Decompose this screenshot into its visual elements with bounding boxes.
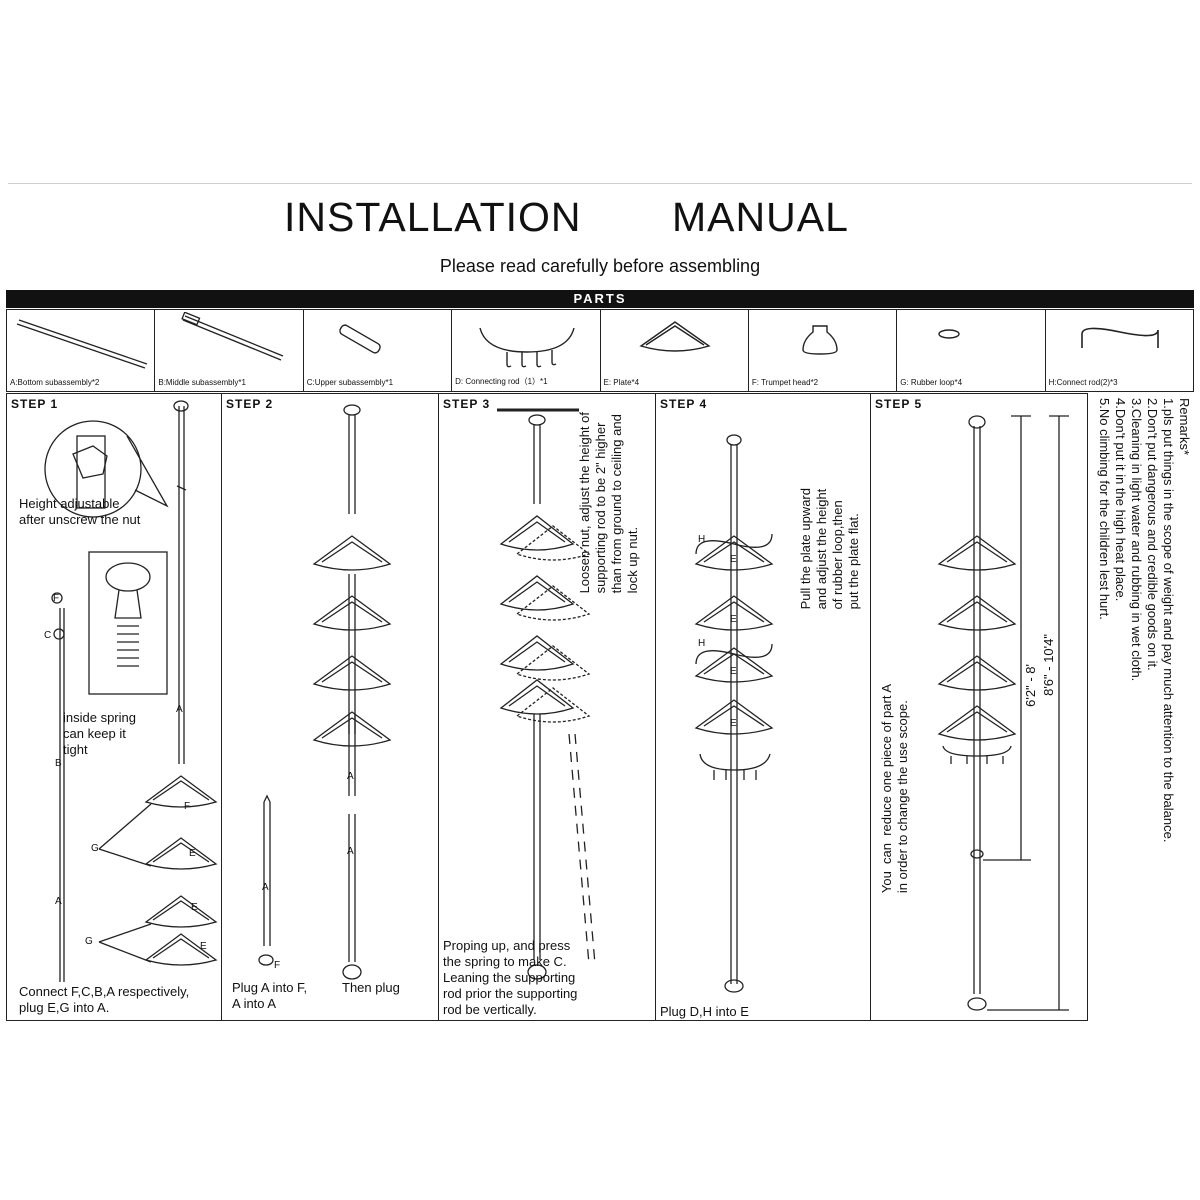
step-2-plug-note: Plug A into F, A into A — [232, 980, 308, 1011]
step-1-connect-note: Connect F,C,B,A respectively, plug E,G i… — [19, 984, 190, 1015]
part-label: F: Trumpet head*2 — [751, 378, 819, 387]
steps-panel: STEP 1 Height adjustable after unscrew t… — [6, 393, 1088, 1021]
part-b: B:Middle subassembly*1 — [155, 310, 304, 391]
callout-e: E — [191, 902, 198, 913]
part-a: A:Bottom subassembly*2 — [7, 310, 156, 391]
callout-f: F — [184, 801, 191, 812]
remark-item: 5.No climbing for the children lest hurt… — [1097, 398, 1112, 620]
step-4-panel: STEP 4 Pull the plate upward and adjust … — [656, 394, 871, 1020]
step-2-illustration — [258, 404, 392, 980]
step-4-pull-note: Pull the plate upward and adjust the hei… — [798, 488, 861, 610]
step-5-reduce-note: You can reduce one piece of part A in or… — [879, 684, 910, 894]
bottom-rod-icon — [16, 319, 148, 369]
callout-a: A — [347, 771, 354, 782]
step-2-then-note: Then plug — [342, 980, 400, 995]
step-5-panel: STEP 5 You can reduce one piece of part … — [871, 394, 1086, 1020]
step-3-panel: STEP 3 Loosen nut, adjust the height of … — [439, 394, 656, 1020]
callout-e: E — [730, 718, 737, 729]
remarks-section: Remarks* 1.pls put things in the scope o… — [1096, 398, 1192, 842]
step-1-illustration — [44, 400, 218, 982]
callout-a: A — [55, 896, 62, 907]
callout-c: C — [44, 630, 52, 641]
inner-height-range: 6'2" - 8' — [1023, 664, 1038, 707]
callout-b: B — [55, 758, 62, 769]
part-label: A:Bottom subassembly*2 — [10, 378, 100, 387]
callout-h: H — [698, 638, 706, 649]
callout-f: F — [274, 960, 281, 971]
callout-a: A — [176, 704, 183, 715]
part-d: D: Connecting rod（1）*1 — [452, 310, 601, 391]
parts-list: A:Bottom subassembly*2 B:Middle subassem… — [6, 309, 1194, 392]
callout-e: E — [730, 554, 737, 565]
step-3-prop-note: Proping up, and press the spring to make… — [443, 938, 578, 1017]
top-divider — [8, 183, 1192, 184]
callout-e: E — [730, 666, 737, 677]
step-1-panel: STEP 1 Height adjustable after unscrew t… — [7, 394, 222, 1020]
step-3-illustration — [497, 408, 596, 980]
step-4-plug-note: Plug D,H into E — [660, 1004, 749, 1019]
step-1-spring-note: inside spring can keep it tight — [63, 710, 136, 757]
corner-plate-icon — [638, 321, 711, 352]
part-label: D: Connecting rod（1）*1 — [455, 377, 548, 386]
part-label: G: Rubber loop*4 — [900, 378, 963, 387]
trumpet-head-icon — [802, 325, 838, 355]
page-subtitle: Please read carefully before assembling — [439, 256, 761, 276]
remark-item: 3.Cleaning in light water and rubbing in… — [1129, 398, 1144, 682]
title-word-manual: MANUAL — [672, 194, 849, 240]
rubber-loop-icon — [938, 329, 960, 339]
remark-item: 4.Don't put it in the high heat place. — [1113, 398, 1128, 602]
title-word-installation: INSTALLATION — [284, 194, 582, 240]
part-e: E: Plate*4 — [601, 310, 749, 391]
callout-a: A — [262, 882, 269, 893]
part-c: C:Upper subassembly*1 — [304, 310, 453, 391]
step-3-loosen-note: Loosen nut, adjust the height of support… — [577, 412, 640, 594]
remark-item: 1.pls put things in the scope of weight … — [1161, 398, 1176, 843]
upper-rod-icon — [338, 324, 381, 354]
callout-e: E — [200, 941, 207, 952]
step-5-title: STEP 5 — [875, 397, 923, 411]
page-title: INSTALLATION MANUAL — [0, 194, 1200, 244]
step-3-title: STEP 3 — [443, 397, 491, 411]
part-label: C:Upper subassembly*1 — [306, 378, 394, 387]
callout-h: H — [698, 534, 706, 545]
part-label: H:Connect rod(2)*3 — [1048, 378, 1118, 387]
callout-g: G — [91, 843, 99, 854]
remark-item: 2.Don't put dangerous and credible goods… — [1145, 398, 1160, 671]
step-5-illustration — [937, 415, 1069, 1011]
part-h: H:Connect rod(2)*3 — [1046, 310, 1193, 391]
part-g: G: Rubber loop*4 — [897, 310, 1046, 391]
callout-e: E — [730, 614, 737, 625]
step-4-illustration — [694, 434, 774, 993]
step-1-height-note: Height adjustable after unscrew the nut — [19, 496, 141, 527]
connect-rod-icon — [1080, 327, 1159, 348]
callout-f: F — [53, 593, 60, 604]
step-4-title: STEP 4 — [660, 397, 708, 411]
callout-a: A — [347, 846, 354, 857]
connecting-rod-hooks-icon — [479, 327, 575, 368]
step-2-panel: STEP 2 Plug A into F, A into A Then plug… — [222, 394, 439, 1020]
middle-rod-icon — [181, 312, 284, 361]
callout-g: G — [85, 936, 93, 947]
outer-height-range: 8'6" - 10'4" — [1041, 634, 1056, 696]
remarks-heading: Remarks* — [1177, 398, 1192, 456]
step-2-title: STEP 2 — [226, 397, 274, 411]
part-f: F: Trumpet head*2 — [749, 310, 898, 391]
callout-e: E — [189, 848, 196, 859]
part-label: E: Plate*4 — [603, 378, 640, 387]
part-label: B:Middle subassembly*1 — [158, 378, 246, 387]
parts-header: PARTS — [6, 290, 1194, 308]
step-1-title: STEP 1 — [11, 397, 59, 411]
